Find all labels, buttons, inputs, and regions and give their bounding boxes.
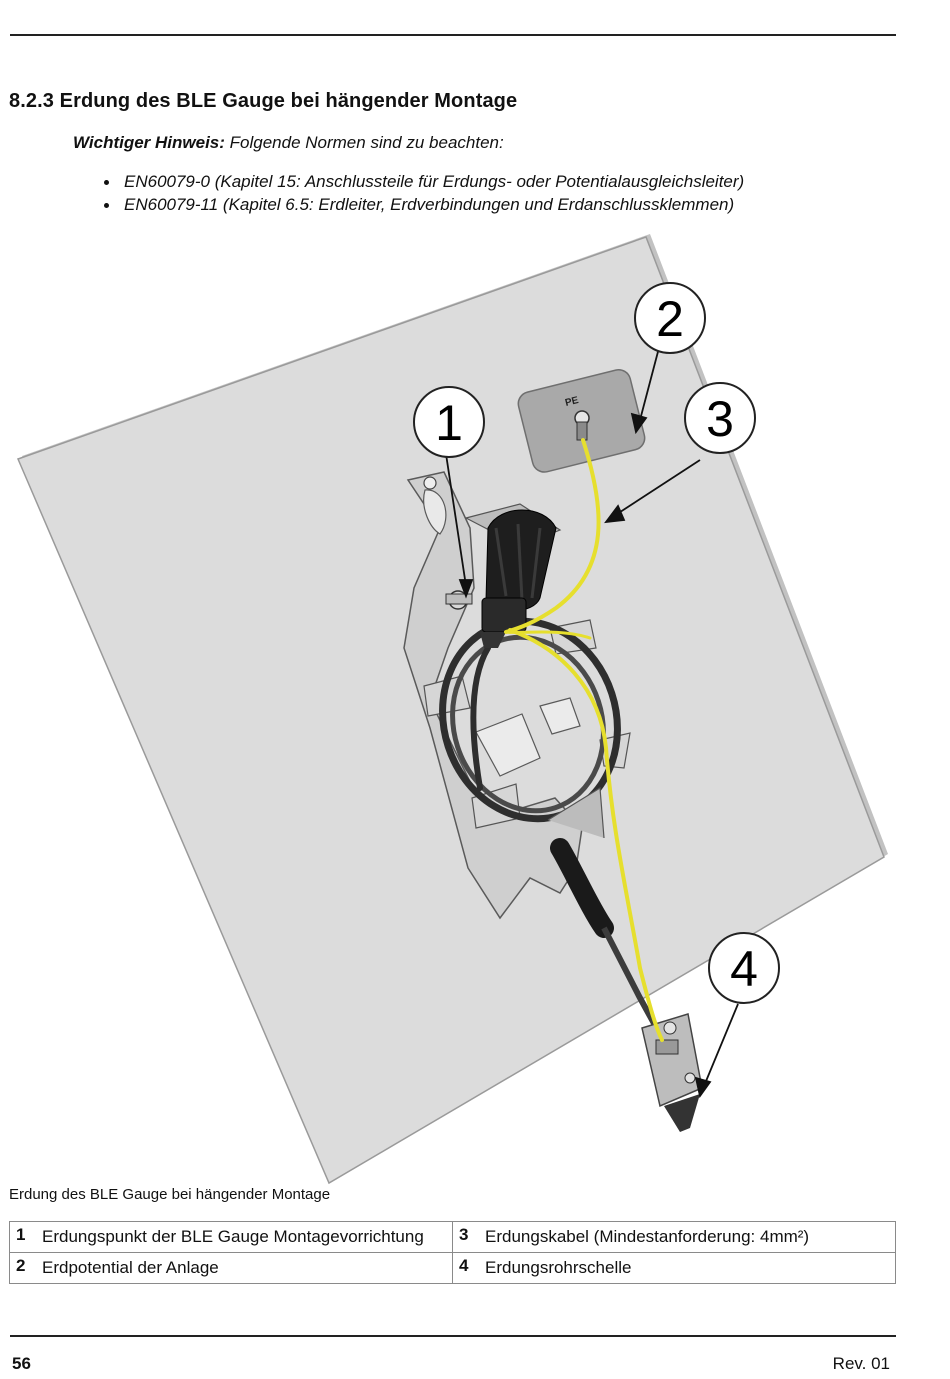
grounding-figure: PE (0, 228, 950, 1188)
legend-number: 2 (16, 1256, 26, 1275)
legend-text: Erdungspunkt der BLE Gauge Montagevorric… (42, 1227, 424, 1246)
bottom-rule (10, 1335, 896, 1337)
revision-label: Rev. 01 (832, 1354, 890, 1373)
legend-cell: 2 Erdpotential der Anlage (9, 1252, 453, 1284)
notice-text: Folgende Normen sind zu beachten: (224, 133, 504, 152)
legend-row: 1 Erdungspunkt der BLE Gauge Montagevorr… (9, 1221, 896, 1253)
pe-label: PE (564, 395, 580, 409)
callout-3: 3 (684, 382, 756, 454)
legend-table: 1 Erdungspunkt der BLE Gauge Montagevorr… (9, 1221, 896, 1284)
ble-gauge (445, 509, 557, 648)
page-number: 56 (12, 1354, 31, 1373)
section-title: 8.2.3 Erdung des BLE Gauge bei hängender… (9, 90, 518, 112)
legend-number: 3 (459, 1225, 469, 1244)
callout-1: 1 (413, 386, 485, 458)
legend-text: Erdpotential der Anlage (42, 1258, 219, 1277)
figure-caption: Erdung des BLE Gauge bei hängender Monta… (9, 1186, 331, 1203)
svg-text:2: 2 (656, 291, 684, 347)
legend-cell: 3 Erdungskabel (Mindestanforderung: 4mm²… (452, 1221, 896, 1253)
pipe-clamp (641, 1013, 703, 1132)
pe-ground-plate: PE (517, 368, 646, 473)
norm-item: EN60079-0 (Kapitel 15: Anschlussteile fü… (100, 170, 744, 193)
callout-2: 2 (634, 282, 706, 354)
yellow-ground-cable (504, 438, 664, 1042)
svg-text:1: 1 (435, 395, 463, 451)
legend-text: Erdungskabel (Mindestanforderung: 4mm²) (485, 1227, 810, 1246)
norms-list: EN60079-0 (Kapitel 15: Anschlussteile fü… (100, 170, 744, 216)
important-notice: Wichtiger Hinweis: Folgende Normen sind … (73, 133, 504, 153)
legend-number: 4 (459, 1256, 469, 1275)
notice-label: Wichtiger Hinweis: (73, 133, 225, 152)
svg-text:4: 4 (730, 941, 758, 997)
leader-lines (445, 343, 739, 1099)
legend-cell: 1 Erdungspunkt der BLE Gauge Montagevorr… (9, 1221, 453, 1253)
legend-cell: 4 Erdungsrohrschelle (452, 1252, 896, 1284)
legend-row: 2 Erdpotential der Anlage 4 Erdungsrohrs… (9, 1252, 896, 1284)
top-rule (10, 34, 896, 36)
callout-4: 4 (708, 932, 780, 1004)
legend-number: 1 (16, 1225, 26, 1244)
norm-item: EN60079-11 (Kapitel 6.5: Erdleiter, Erdv… (100, 193, 744, 216)
svg-text:3: 3 (706, 391, 734, 447)
legend-text: Erdungsrohrschelle (485, 1258, 632, 1277)
